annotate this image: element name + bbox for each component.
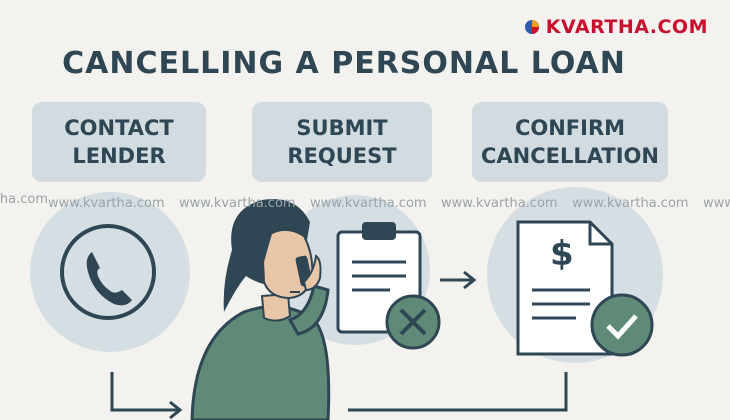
watermark-row: www.kvartha.comwww.kvartha.comwww.kvarth… [0,192,730,210]
brand-mark-icon [524,20,539,34]
brand-logo[interactable]: KVARTHA.COM [524,16,708,38]
phone-icon [60,224,156,320]
person-illustration [190,198,331,420]
watermark-text: www.kvartha.com [179,196,296,210]
watermark-text: www.kvartha.com [572,196,689,210]
document-check-icon [516,220,654,357]
step-submit-request: SUBMIT REQUEST [252,102,432,182]
step-confirm-cancellation: CONFIRM CANCELLATION [472,102,668,182]
clipboard-cancel-icon [336,222,441,350]
watermark-text: www.kvartha.com [48,196,165,210]
dollar-symbol: $ [550,234,574,274]
step-contact-lender: CONTACT LENDER [32,102,206,182]
brand-name: KVARTHA.COM [545,16,708,38]
page-title: CANCELLING A PERSONAL LOAN [62,46,626,81]
watermark-text: www.kvartha.com [703,196,730,210]
arrow-right-icon [440,270,477,290]
watermark-text: www.kvartha.com [0,192,48,207]
watermark-text: www.kvartha.com [441,196,558,210]
contact-circle [30,192,190,352]
flow-arrow [110,372,568,420]
watermark-text: www.kvartha.com [310,196,427,210]
